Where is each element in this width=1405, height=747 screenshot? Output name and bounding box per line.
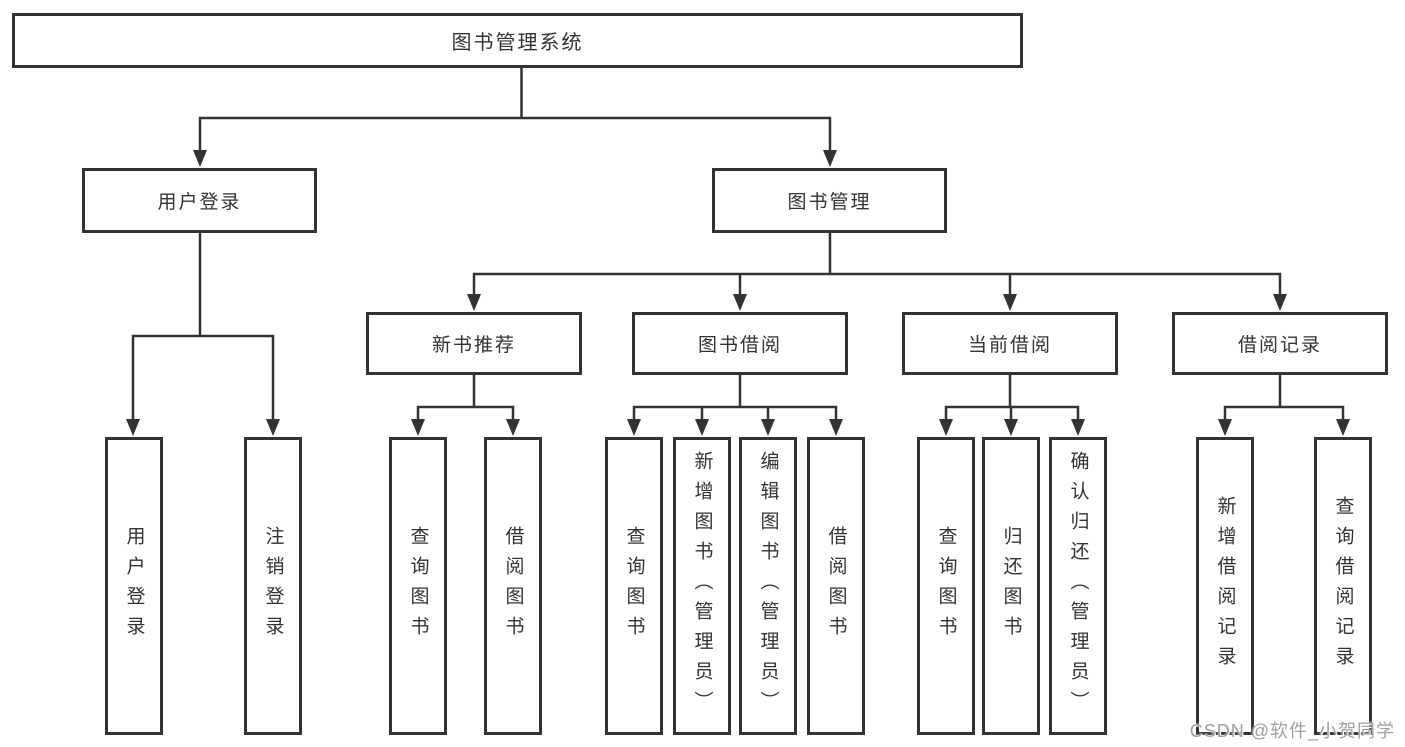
leaf-confirm-return-admin: 确认归还（管理员）	[1049, 437, 1107, 735]
node-label: 用户登录	[157, 192, 242, 213]
node-label: 借阅记录	[1237, 335, 1322, 356]
node-label: 新书推荐	[431, 335, 516, 356]
node-label: 图书管理	[787, 192, 872, 213]
leaf-query-books-recommend: 查询图书	[389, 437, 447, 735]
leaf-user-login: 用户登录	[105, 437, 163, 735]
leaf-label: 查询图书	[935, 526, 957, 646]
node-label: 当前借阅	[967, 335, 1052, 356]
leaf-label: 查询图书	[407, 526, 429, 646]
leaf-label: 借阅图书	[825, 526, 847, 646]
node-book-management: 图书管理	[712, 168, 947, 233]
csdn-watermark: CSDN @软件_小贺同学	[1189, 721, 1395, 741]
leaf-add-borrow-record: 新增借阅记录	[1196, 437, 1254, 735]
node-current-borrowing: 当前借阅	[902, 312, 1118, 375]
leaf-add-books-admin: 新增图书（管理员）	[673, 437, 731, 735]
leaf-label: 查询图书	[623, 526, 645, 646]
node-book-borrowing: 图书借阅	[632, 312, 848, 375]
leaf-label: 注销登录	[262, 526, 284, 646]
node-borrowing-records: 借阅记录	[1172, 312, 1388, 375]
leaf-logout: 注销登录	[244, 437, 302, 735]
leaf-borrow-books: 借阅图书	[807, 437, 865, 735]
node-label: 图书管理系统	[451, 32, 584, 54]
leaf-query-books-borrow: 查询图书	[605, 437, 663, 735]
leaf-query-borrow-record: 查询借阅记录	[1314, 437, 1372, 735]
leaf-label: 新增图书（管理员）	[691, 451, 713, 721]
node-label: 图书借阅	[697, 335, 782, 356]
leaf-label: 查询借阅记录	[1332, 496, 1354, 676]
leaf-label: 借阅图书	[502, 526, 524, 646]
leaf-borrow-books-recommend: 借阅图书	[484, 437, 542, 735]
leaf-label: 编辑图书（管理员）	[757, 451, 779, 721]
leaf-edit-books-admin: 编辑图书（管理员）	[739, 437, 797, 735]
leaf-label: 归还图书	[1000, 526, 1022, 646]
leaf-label: 新增借阅记录	[1214, 496, 1236, 676]
leaf-label: 确认归还（管理员）	[1067, 451, 1089, 721]
node-user-login: 用户登录	[82, 168, 317, 233]
node-new-book-recommend: 新书推荐	[366, 312, 582, 375]
leaf-return-books: 归还图书	[982, 437, 1040, 735]
node-library-system: 图书管理系统	[12, 13, 1023, 68]
leaf-query-books-current: 查询图书	[917, 437, 975, 735]
leaf-label: 用户登录	[123, 526, 145, 646]
